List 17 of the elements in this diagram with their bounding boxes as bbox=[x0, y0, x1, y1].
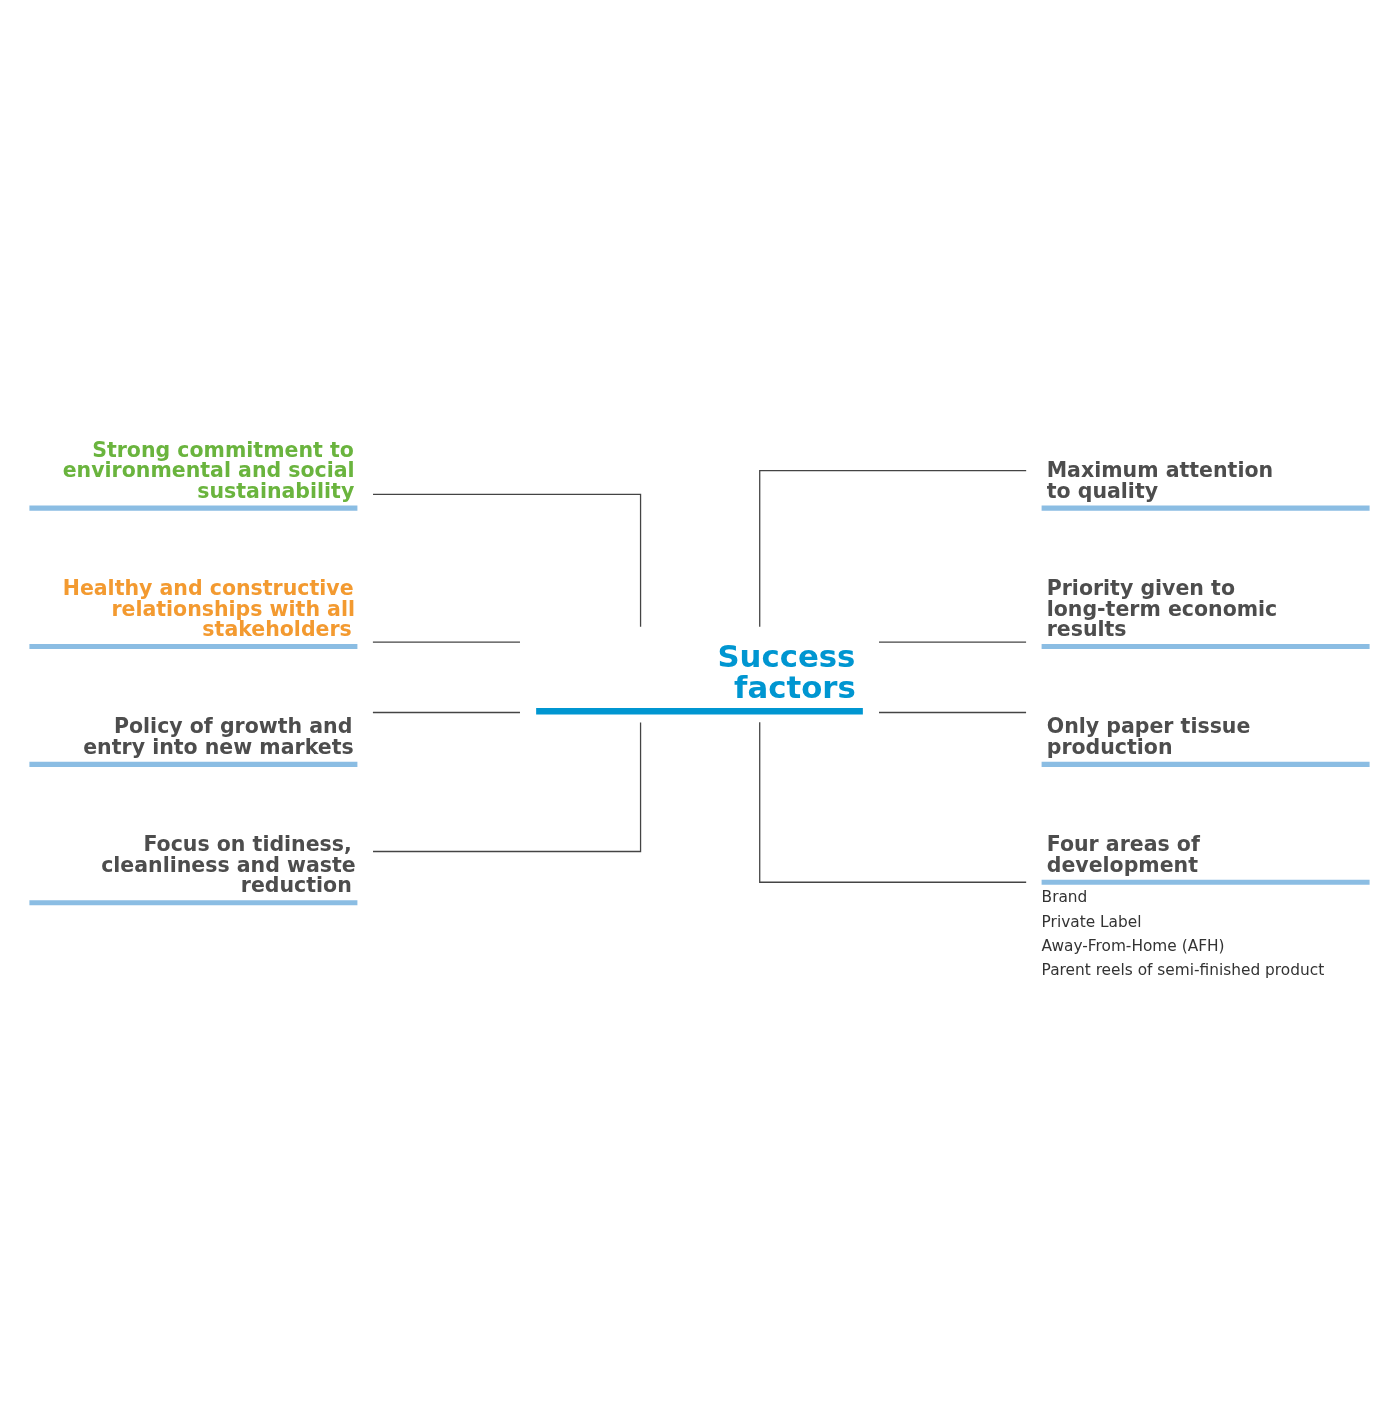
connector bbox=[759, 469, 1027, 627]
node-text: Maximum attention to quality bbox=[1046, 457, 1274, 503]
connector bbox=[372, 493, 642, 627]
node-text: Healthy and constructive relationships with all stakeholders bbox=[62, 575, 356, 641]
connector bbox=[372, 640, 521, 643]
node-text: Only paper tissue production bbox=[1046, 713, 1251, 759]
node-text: Four areas of development Brand Private Label Away-From-Home (AFH) Parent reels of semi-finished product bbox=[1041, 831, 1325, 979]
node-text: Policy of growth and entry into new markets bbox=[83, 713, 354, 759]
connector bbox=[372, 721, 642, 852]
connector bbox=[372, 711, 521, 713]
connector bbox=[878, 711, 1027, 713]
connector bbox=[759, 721, 1027, 883]
node-text: Success factors bbox=[717, 637, 856, 705]
node-text: Strong commitment to environmental and social sustainability bbox=[62, 437, 355, 503]
connector bbox=[878, 640, 1027, 643]
node-text: Priority given to long-term economic results bbox=[1046, 575, 1278, 641]
node-text: Focus on tidiness, cleanliness and waste reduction bbox=[101, 831, 356, 897]
